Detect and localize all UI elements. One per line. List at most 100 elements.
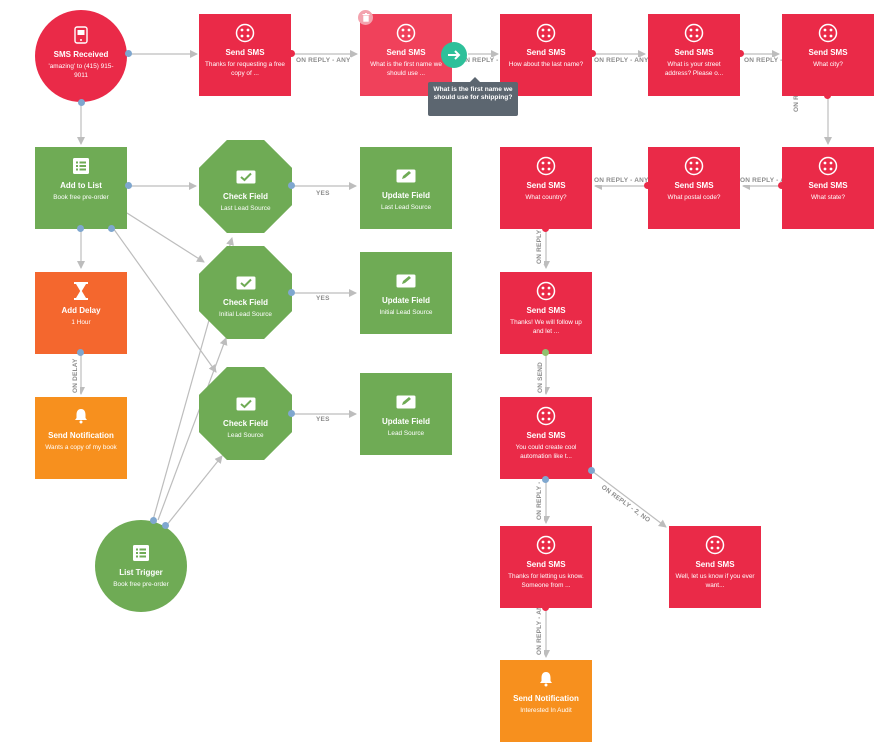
node-check-field[interactable]: Check Field Initial Lead Source [199, 246, 292, 339]
arrow-right-icon [448, 50, 461, 60]
node-title: Send SMS [526, 48, 566, 57]
node-subtitle: Thanks for letting us know. Someone from… [508, 573, 584, 589]
bell-icon [70, 405, 92, 427]
node-title: Send SMS [526, 560, 566, 569]
node-send-notification[interactable]: Send Notification Wants a copy of my boo… [35, 397, 127, 479]
node-title: Update Field [381, 191, 430, 200]
connector-port[interactable] [288, 410, 295, 417]
connector-port[interactable] [589, 50, 596, 57]
node-subtitle: Book free pre-order [53, 194, 109, 201]
connector-port[interactable] [125, 182, 132, 189]
phone-sms-icon [70, 24, 92, 46]
node-subtitle: Interested In Audit [520, 707, 572, 714]
node-send-sms[interactable]: Send SMS You could create cool automatio… [500, 397, 592, 479]
node-title: Send SMS [225, 48, 265, 57]
node-update-field[interactable]: Update Field Last Lead Source [360, 147, 452, 229]
node-check-field[interactable]: Check Field Last Lead Source [199, 140, 292, 233]
edit-card-icon [395, 165, 417, 187]
connector-port[interactable] [542, 476, 549, 483]
node-send-sms[interactable]: Send SMS Thanks for letting us know. Som… [500, 526, 592, 608]
node-subtitle: Wants a copy of my book [45, 444, 117, 451]
node-add-delay[interactable]: Add Delay 1 Hour [35, 272, 127, 354]
node-title: Update Field [381, 417, 430, 426]
sms-bubble-icon [535, 155, 557, 177]
edge-label-yes: YES [316, 190, 330, 198]
delete-node-button[interactable] [358, 10, 373, 25]
connector-port[interactable] [288, 182, 295, 189]
sms-bubble-icon [704, 534, 726, 556]
sms-bubble-icon [535, 280, 557, 302]
connector-port[interactable] [108, 225, 115, 232]
check-card-icon [235, 393, 257, 415]
connector-port[interactable] [162, 522, 169, 529]
node-title: SMS Received [53, 50, 109, 59]
edge-label-reply-any: ON REPLY - ANY [460, 57, 515, 65]
node-title: Check Field [223, 419, 268, 428]
node-subtitle: Lead Source [387, 430, 425, 437]
hourglass-icon [70, 280, 92, 302]
node-subtitle: What state? [810, 194, 846, 201]
node-send-sms[interactable]: Send SMS What country? [500, 147, 592, 229]
connector-port[interactable] [288, 50, 295, 57]
node-title: Send SMS [674, 181, 714, 190]
node-list-trigger[interactable]: List Trigger Book free pre-order [95, 520, 187, 612]
edge-label-reply-any: ON REPLY - ANY [594, 57, 649, 65]
node-update-field[interactable]: Update Field Lead Source [360, 373, 452, 455]
node-add-to-list[interactable]: Add to List Book free pre-order [35, 147, 127, 229]
connector-port[interactable] [150, 517, 157, 524]
node-title: Send SMS [526, 306, 566, 315]
connector-port[interactable] [588, 467, 595, 474]
node-subtitle: Initial Lead Source [379, 309, 433, 316]
connector-port[interactable] [737, 50, 744, 57]
connector-port[interactable] [644, 182, 651, 189]
connector-port[interactable] [77, 225, 84, 232]
connector-port[interactable] [288, 289, 295, 296]
connector-port[interactable] [542, 225, 549, 232]
edit-card-icon [395, 391, 417, 413]
node-send-sms[interactable]: Send SMS What postal code? [648, 147, 740, 229]
node-send-sms[interactable]: Send SMS What state? [782, 147, 874, 229]
node-send-sms[interactable]: Send SMS What city? [782, 14, 874, 96]
connector-port[interactable] [77, 349, 84, 356]
node-send-sms[interactable]: Send SMS Well, let us know if you ever w… [669, 526, 761, 608]
edge-label-yes: YES [316, 416, 330, 424]
node-title: Send SMS [386, 48, 426, 57]
node-subtitle: 1 Hour [71, 319, 91, 326]
connector-port[interactable] [542, 349, 549, 356]
node-title: Send Notification [513, 694, 579, 703]
connector-port[interactable] [778, 182, 785, 189]
edge-label-reply-any: ON REPLY - ANY [740, 177, 795, 185]
bell-icon [535, 668, 557, 690]
node-subtitle: Thanks! We will follow up and let ... [510, 319, 582, 335]
node-title: List Trigger [119, 568, 163, 577]
connect-next-button[interactable] [441, 42, 467, 68]
node-title: Send SMS [808, 48, 848, 57]
node-subtitle: Initial Lead Source [219, 311, 272, 318]
node-send-sms[interactable]: Send SMS What is your street address? Pl… [648, 14, 740, 96]
edge-label-yes: YES [316, 295, 330, 303]
node-check-field[interactable]: Check Field Lead Source [199, 367, 292, 460]
node-update-field[interactable]: Update Field Initial Lead Source [360, 252, 452, 334]
node-send-sms[interactable]: Send SMS Thanks! We will follow up and l… [500, 272, 592, 354]
node-title: Send SMS [808, 181, 848, 190]
list-icon [70, 155, 92, 177]
connector-port[interactable] [78, 99, 85, 106]
node-title: Send SMS [674, 48, 714, 57]
edge-addlist-to-check2 [126, 212, 205, 263]
edge-label-reply-any: ON REPLY - ANY [744, 57, 799, 65]
node-send-notification[interactable]: Send Notification Interested In Audit [500, 660, 592, 742]
node-title: Send SMS [526, 181, 566, 190]
node-title: Check Field [223, 192, 268, 201]
node-sms-received[interactable]: SMS Received 'amazing' to (415) 915-9011 [35, 10, 127, 102]
node-subtitle: What is your street address? Please o... [664, 61, 724, 77]
connector-port[interactable] [824, 92, 831, 99]
node-title: Update Field [381, 296, 430, 305]
node-subtitle: What country? [525, 194, 567, 201]
check-card-icon [235, 272, 257, 294]
node-subtitle: What postal code? [667, 194, 721, 201]
connector-port[interactable] [125, 50, 132, 57]
connector-port[interactable] [542, 604, 549, 611]
node-send-sms[interactable]: Send SMS Thanks for requesting a free co… [199, 14, 291, 96]
edge-label-on-delay: ON DELAY [72, 358, 80, 393]
